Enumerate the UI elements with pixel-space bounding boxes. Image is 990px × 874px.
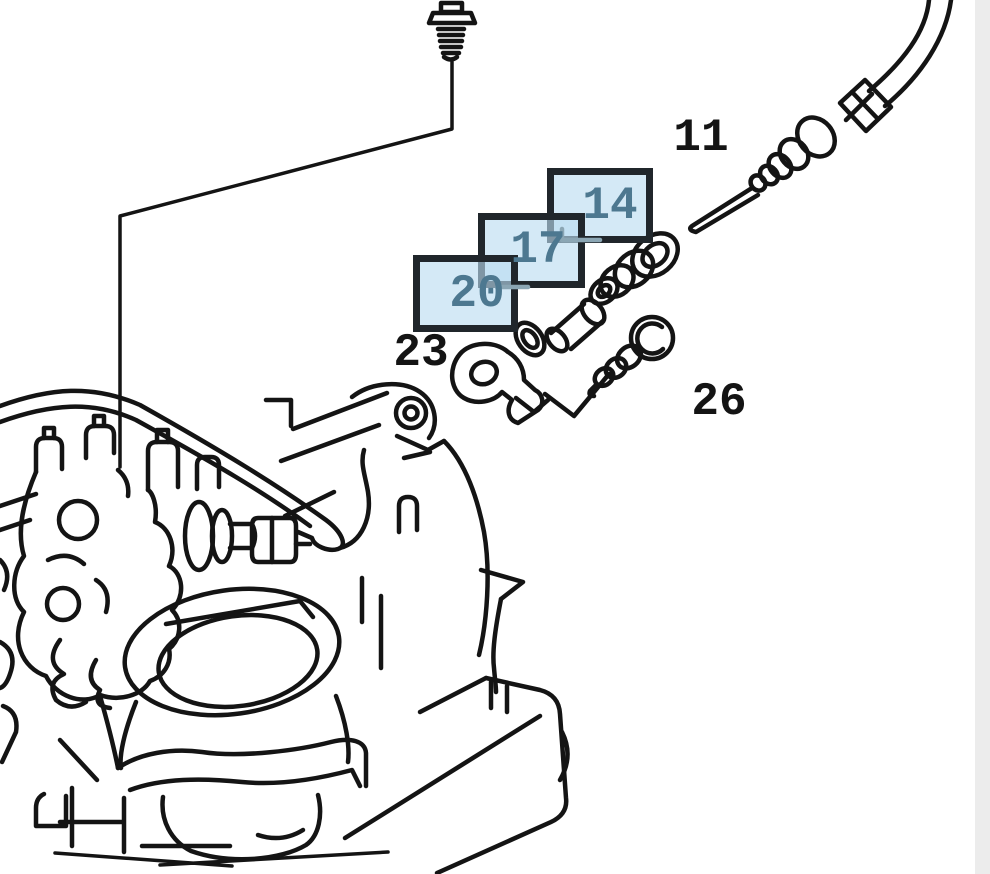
- bolt-part: [118, 0, 478, 469]
- scrollbar-track[interactable]: [975, 0, 990, 874]
- fuel-pipe-part: [837, 0, 954, 134]
- callout-14: 14: [582, 180, 637, 232]
- callout-26: 26: [691, 376, 746, 428]
- leader-line-17: [559, 226, 603, 243]
- callout-17: 17: [510, 224, 565, 276]
- sensor-part: [688, 115, 838, 235]
- highlight-box-20[interactable]: [413, 255, 518, 332]
- banjo-fitting-part: [450, 341, 612, 426]
- bolt-leader-line: [118, 60, 454, 469]
- highlight-annotations: 14 17 20: [413, 168, 653, 332]
- callout-11: 11: [673, 112, 728, 164]
- bolt-26-part: [587, 314, 676, 399]
- engine-body: [0, 381, 570, 874]
- callout-20: 20: [449, 268, 504, 320]
- engine-line-art: 11 23 26: [0, 0, 954, 874]
- sleeve-part: [513, 297, 607, 358]
- grommet-stack-part: [588, 231, 680, 307]
- callout-23: 23: [393, 327, 448, 379]
